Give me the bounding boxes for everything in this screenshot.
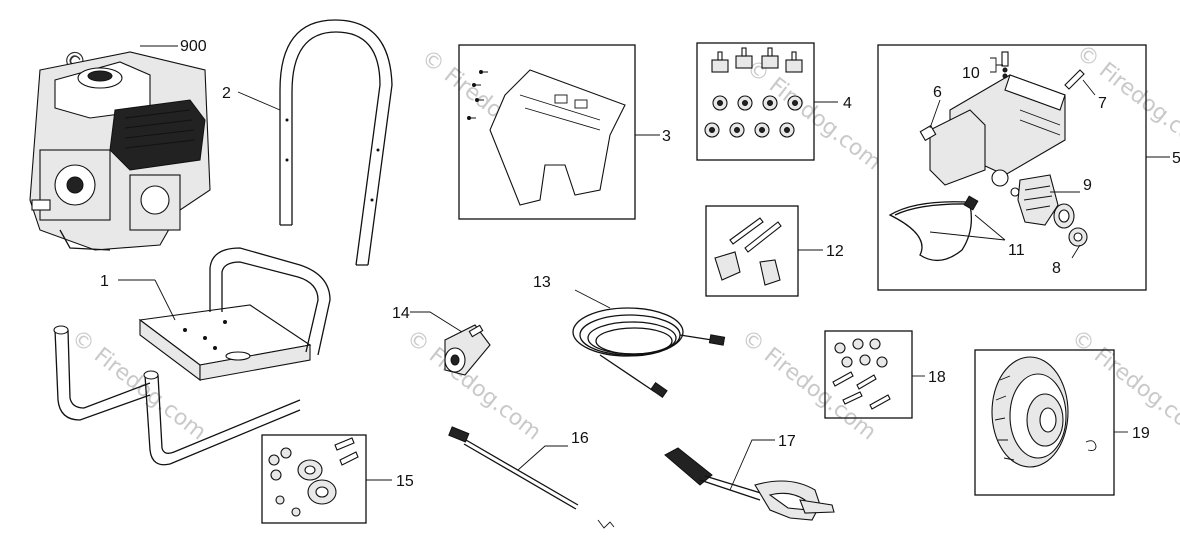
hardware-kit-12-parts xyxy=(714,217,782,286)
pump-assembly-parts xyxy=(888,51,1088,262)
handle-part xyxy=(279,19,393,266)
callout-10: 10 xyxy=(962,65,980,82)
wheel-part xyxy=(991,356,1097,468)
hardware-kit-15-box xyxy=(261,434,367,524)
callout-16: 16 xyxy=(571,430,589,447)
callout-13: 13 xyxy=(533,274,551,291)
callout-5: 5 xyxy=(1172,150,1180,167)
spray-gun-part xyxy=(664,447,835,521)
watermark-7: © Firedog.com xyxy=(1066,325,1180,445)
engine-part xyxy=(29,51,211,251)
wand-part xyxy=(448,426,615,529)
callout-4: 4 xyxy=(843,95,852,112)
hardware-kit-4-parts xyxy=(704,47,803,138)
callout-19: 19 xyxy=(1132,425,1150,442)
wheel-box xyxy=(974,349,1115,496)
callout-7: 7 xyxy=(1098,95,1107,112)
hose-part xyxy=(572,307,726,398)
hardware-kit-15-parts xyxy=(268,437,359,517)
callout-15: 15 xyxy=(396,473,414,490)
hardware-kit-12-box xyxy=(705,205,799,297)
watermark-3: © Firedog.com xyxy=(1071,40,1180,160)
detergent-part xyxy=(444,324,491,376)
callout-18: 18 xyxy=(928,369,946,386)
pump-assembly-box xyxy=(877,44,1147,291)
hardware-kit-18-box xyxy=(824,330,913,419)
callout-8: 8 xyxy=(1052,260,1061,277)
callout-6: 6 xyxy=(933,84,942,101)
callout-9: 9 xyxy=(1083,177,1092,194)
callout-17: 17 xyxy=(778,433,796,450)
callout-2: 2 xyxy=(222,85,231,102)
callout-12: 12 xyxy=(826,243,844,260)
frame-part xyxy=(53,247,331,466)
bracket-part xyxy=(467,69,626,206)
callout-14: 14 xyxy=(392,305,410,322)
hardware-kit-18-parts xyxy=(832,338,891,410)
callout-3: 3 xyxy=(662,128,671,145)
callout-1: 1 xyxy=(100,273,109,290)
bracket-box xyxy=(458,44,636,220)
callout-900: 900 xyxy=(180,38,207,55)
hardware-kit-4-box xyxy=(696,42,815,161)
callout-11: 11 xyxy=(1008,242,1025,259)
